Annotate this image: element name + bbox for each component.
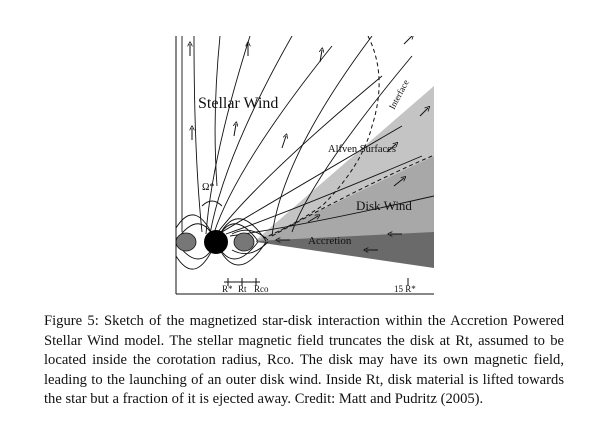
stellar-wind-label: Stellar Wind [198,95,278,112]
accretion-label: Accretion [308,235,352,247]
axis-label-r-t: Rt [238,284,247,294]
alfven-surfaces-label: Alfven Surfaces [328,144,396,155]
disk [256,232,434,268]
axis-label-r-star: R* [222,284,233,294]
disk-wind-label: Disk Wind [356,198,412,213]
star [204,230,228,254]
figure-sketch: Stellar Wind Alfven Surfaces Interface D… [175,36,434,295]
axis-label-15-r-star: 15 R* [394,284,416,294]
figure-caption: Figure 5: Sketch of the magnetized star-… [44,313,564,408]
axis-label-r-co: Rco [254,284,269,294]
omega-star-label: Ω* [202,182,214,193]
